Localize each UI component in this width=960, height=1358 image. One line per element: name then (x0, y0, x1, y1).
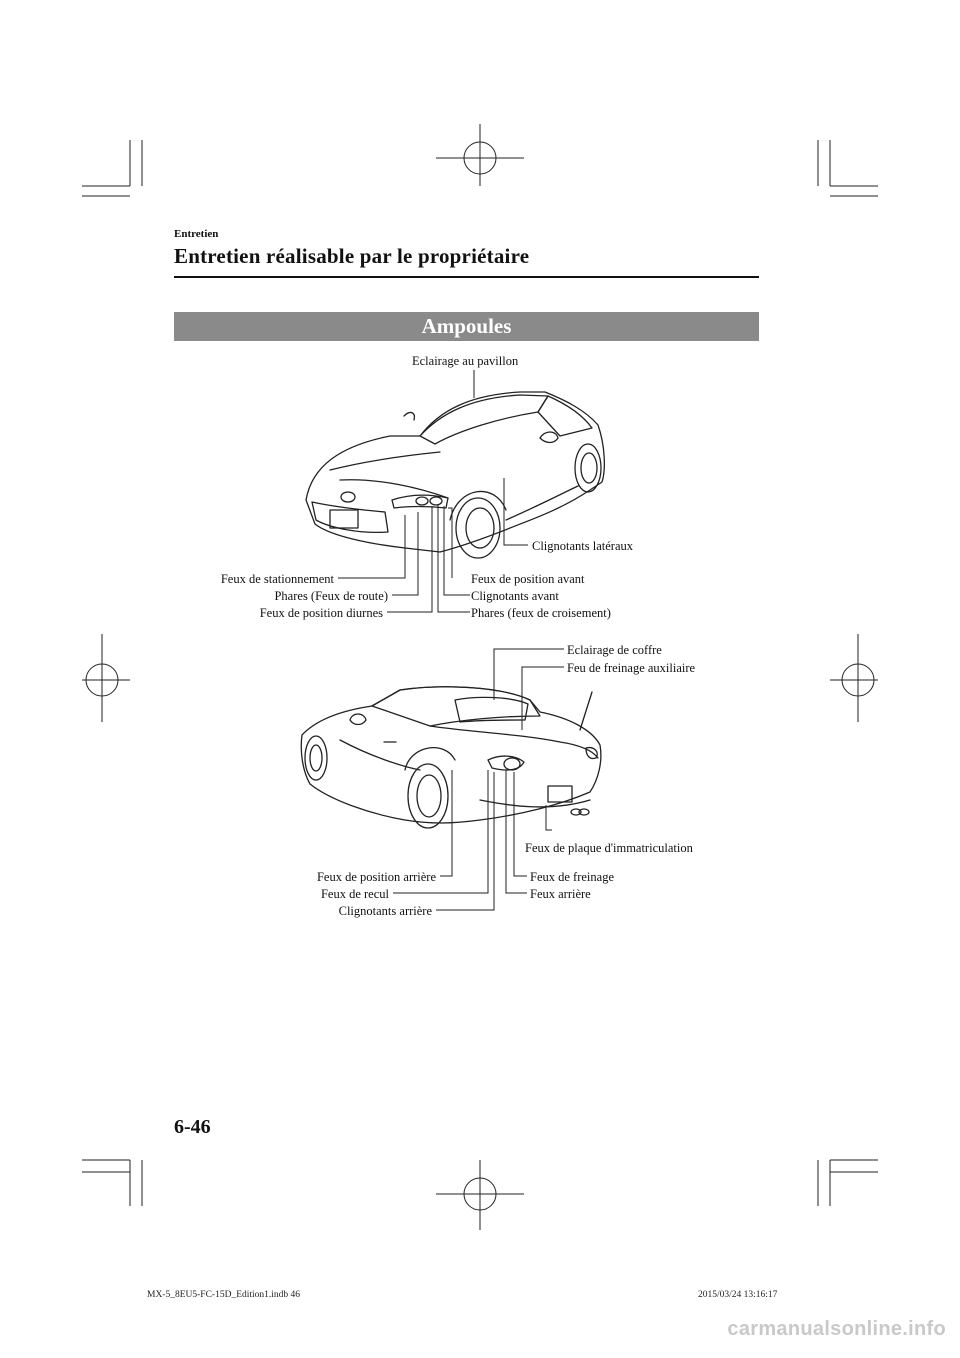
label-reverse: Feux de recul (320, 887, 389, 901)
section-banner: Ampoules (174, 312, 759, 341)
page-number: 6-46 (174, 1116, 211, 1138)
footer-file: MX-5_8EU5-FC-15D_Edition1.indb 46 (147, 1290, 301, 1300)
label-roof-light: Eclairage au pavillon (412, 354, 519, 368)
label-tail: Feux arrière (530, 887, 591, 901)
label-low-beam: Phares (feux de croisement) (471, 606, 611, 620)
label-side-turn: Clignotants latéraux (532, 539, 634, 553)
label-parking: Feux de stationnement (220, 572, 334, 586)
label-daytime: Feux de position diurnes (259, 606, 383, 620)
label-aux-brake: Feu de freinage auxiliaire (567, 661, 696, 675)
label-trunk-light: Eclairage de coffre (567, 643, 662, 657)
label-rear-position: Feux de position arrière (316, 870, 436, 884)
page-title: Entretien réalisable par le propriétaire (174, 244, 530, 268)
section-label: Entretien (174, 228, 219, 240)
label-plate: Feux de plaque d'immatriculation (525, 841, 693, 855)
footer-timestamp: 2015/03/24 13:16:17 (698, 1290, 778, 1300)
label-front-position: Feux de position avant (471, 572, 585, 586)
label-rear-turn: Clignotants arrière (338, 904, 432, 918)
title-rule (174, 276, 759, 278)
label-high-beam: Phares (Feux de route) (274, 589, 388, 603)
label-front-turn: Clignotants avant (471, 589, 559, 603)
watermark: carmanualsonline.info (727, 1318, 946, 1340)
label-brake: Feux de freinage (530, 870, 614, 884)
